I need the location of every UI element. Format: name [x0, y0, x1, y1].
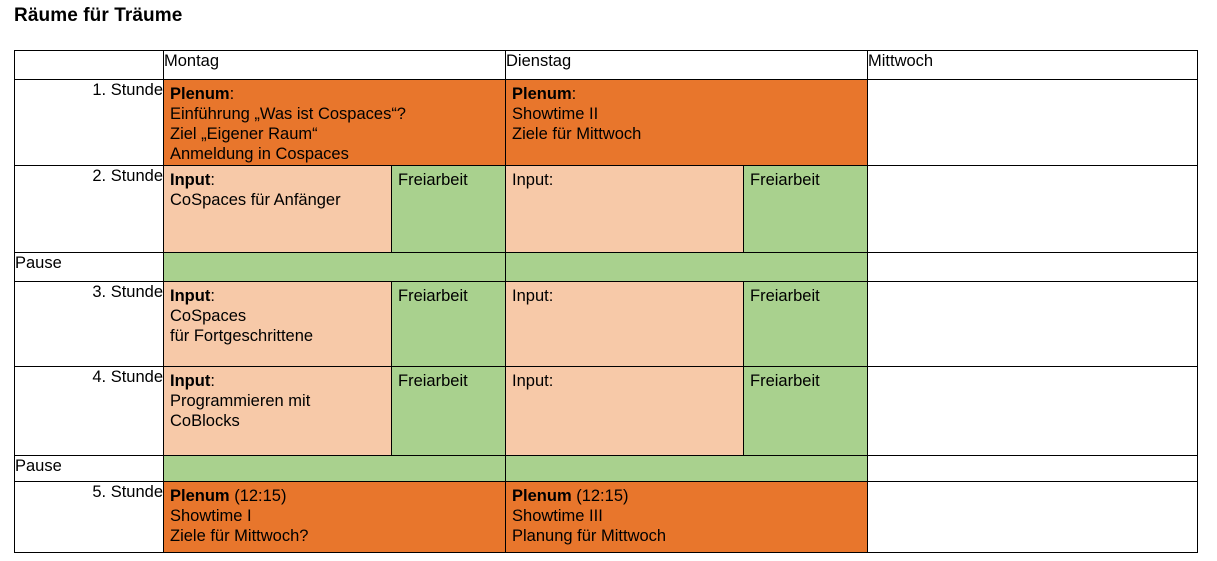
input-label: Input:: [512, 286, 554, 305]
cell-line: CoSpaces: [170, 306, 247, 325]
hour-label-5: 5. Stunde: [14, 480, 164, 553]
plenum-title-line: Plenum:: [170, 84, 505, 104]
freiarbeit-label: Freiarbeit: [750, 371, 820, 390]
cell-montag-hour4-freiarbeit[interactable]: Freiarbeit: [390, 365, 507, 456]
hour-label-2: 2. Stunde: [14, 164, 164, 253]
plenum-suffix: :: [229, 85, 235, 103]
cell-dienstag-hour3-input[interactable]: Input:: [505, 280, 745, 367]
table-row: 5. Stunde Plenum (12:15) Showtime I Ziel…: [14, 480, 1199, 553]
cell-dienstag-hour2-input[interactable]: Input:: [505, 164, 745, 253]
cell-line: Planung für Mittwoch: [512, 526, 667, 545]
cell-mittwoch-hour2[interactable]: [867, 164, 1199, 253]
page-title: Räume für Träume: [14, 5, 183, 26]
day-header-montag: Montag: [162, 50, 507, 80]
pause-label-1: Pause: [14, 251, 164, 282]
input-label: Input: [170, 286, 211, 305]
table-header-row: Montag Dienstag Mittwoch: [14, 50, 1199, 80]
cell-line: für Fortgeschrittene: [170, 326, 314, 345]
cell-line: Einführung „Was ist Cospaces“?: [170, 105, 406, 124]
weekly-schedule-table: Montag Dienstag Mittwoch 1. Stunde Plenu…: [14, 50, 1199, 553]
cell-montag-hour3-freiarbeit[interactable]: Freiarbeit: [390, 280, 507, 367]
cell-montag-hour3-input[interactable]: Input: CoSpaces für Fortgeschrittene: [163, 280, 392, 367]
plenum-time: (12:15): [229, 486, 287, 505]
cell-mittwoch-hour5[interactable]: [867, 480, 1199, 553]
cell-montag-hour2-freiarbeit[interactable]: Freiarbeit: [390, 164, 507, 253]
plenum-label: Plenum: [512, 85, 572, 103]
input-label: Input:: [512, 170, 554, 189]
cell-mittwoch-hour4[interactable]: [867, 365, 1199, 456]
table-row-pause: Pause: [14, 454, 1199, 482]
input-title-line: Input:: [170, 371, 391, 391]
freiarbeit-label: Freiarbeit: [398, 170, 468, 189]
plenum-time: (12:15): [571, 486, 629, 505]
cell-line: Anmeldung in Cospaces: [170, 145, 349, 164]
day-header-dienstag: Dienstag: [505, 50, 869, 80]
freiarbeit-label: Freiarbeit: [750, 286, 820, 305]
table-row: 3. Stunde Input: CoSpaces für Fortgeschr…: [14, 280, 1199, 367]
cell-mittwoch-pause1[interactable]: [867, 251, 1199, 282]
cell-montag-hour5[interactable]: Plenum (12:15) Showtime I Ziele für Mitt…: [162, 480, 507, 553]
input-suffix: :: [210, 371, 215, 390]
table-row: 2. Stunde Input: CoSpaces für Anfänger F…: [14, 164, 1199, 253]
cell-mittwoch-hour1[interactable]: [867, 79, 1199, 166]
plenum-title-line: Plenum (12:15): [170, 486, 505, 506]
cell-line: Showtime I: [170, 506, 252, 525]
cell-dienstag-hour3-freiarbeit[interactable]: Freiarbeit: [743, 280, 869, 367]
input-suffix: :: [210, 170, 215, 189]
cell-dienstag-hour5[interactable]: Plenum (12:15) Showtime III Planung für …: [505, 480, 869, 553]
table-row-pause: Pause: [14, 251, 1199, 282]
cell-line: Ziele für Mittwoch: [512, 125, 642, 144]
corner-cell: [14, 50, 164, 80]
cell-line: Showtime III: [512, 506, 603, 525]
cell-montag-hour4-input[interactable]: Input: Programmieren mit CoBlocks: [163, 365, 392, 456]
hour-label-1: 1. Stunde: [14, 79, 164, 166]
cell-montag-pause1[interactable]: [162, 251, 507, 282]
cell-dienstag-hour4-input[interactable]: Input:: [505, 365, 745, 456]
cell-montag-pause2[interactable]: [162, 454, 507, 482]
cell-dienstag-pause2[interactable]: [505, 454, 869, 482]
input-label: Input: [170, 170, 211, 189]
plenum-label: Plenum: [170, 486, 230, 505]
hour-label-4: 4. Stunde: [14, 365, 164, 456]
table-row: 1. Stunde Plenum: Einführung „Was ist Co…: [14, 79, 1199, 166]
input-label: Input:: [512, 371, 554, 390]
cell-dienstag-hour2-freiarbeit[interactable]: Freiarbeit: [743, 164, 869, 253]
input-title-line: Input:: [170, 286, 391, 306]
cell-montag-hour2-input[interactable]: Input: CoSpaces für Anfänger: [163, 164, 392, 253]
plenum-suffix: :: [571, 85, 577, 103]
freiarbeit-label: Freiarbeit: [750, 170, 820, 189]
pause-label-2: Pause: [14, 454, 164, 482]
freiarbeit-label: Freiarbeit: [398, 286, 468, 305]
input-title-line: Input:: [170, 170, 391, 190]
cell-line: Ziele für Mittwoch?: [170, 526, 309, 545]
cell-line: Showtime II: [512, 105, 599, 124]
cell-mittwoch-pause2[interactable]: [867, 454, 1199, 482]
cell-line: Ziel „Eigener Raum“: [170, 125, 318, 144]
cell-line: CoBlocks: [170, 411, 240, 430]
cell-dienstag-pause1[interactable]: [505, 251, 869, 282]
day-header-mittwoch: Mittwoch: [867, 50, 1199, 80]
plenum-title-line: Plenum:: [512, 84, 867, 104]
table-row: 4. Stunde Input: Programmieren mit CoBlo…: [14, 365, 1199, 456]
freiarbeit-label: Freiarbeit: [398, 371, 468, 390]
hour-label-3: 3. Stunde: [14, 280, 164, 367]
input-suffix: :: [210, 286, 215, 305]
cell-mittwoch-hour3[interactable]: [867, 280, 1199, 367]
cell-line: CoSpaces für Anfänger: [170, 190, 341, 209]
plenum-label: Plenum: [512, 486, 572, 505]
cell-line: Programmieren mit: [170, 391, 311, 410]
cell-dienstag-hour4-freiarbeit[interactable]: Freiarbeit: [743, 365, 869, 456]
cell-dienstag-hour1[interactable]: Plenum: Showtime II Ziele für Mittwoch: [505, 79, 869, 166]
plenum-label: Plenum: [170, 85, 230, 103]
cell-montag-hour1[interactable]: Plenum: Einführung „Was ist Cospaces“? Z…: [162, 79, 507, 166]
plenum-title-line: Plenum (12:15): [512, 486, 867, 506]
input-label: Input: [170, 371, 211, 390]
